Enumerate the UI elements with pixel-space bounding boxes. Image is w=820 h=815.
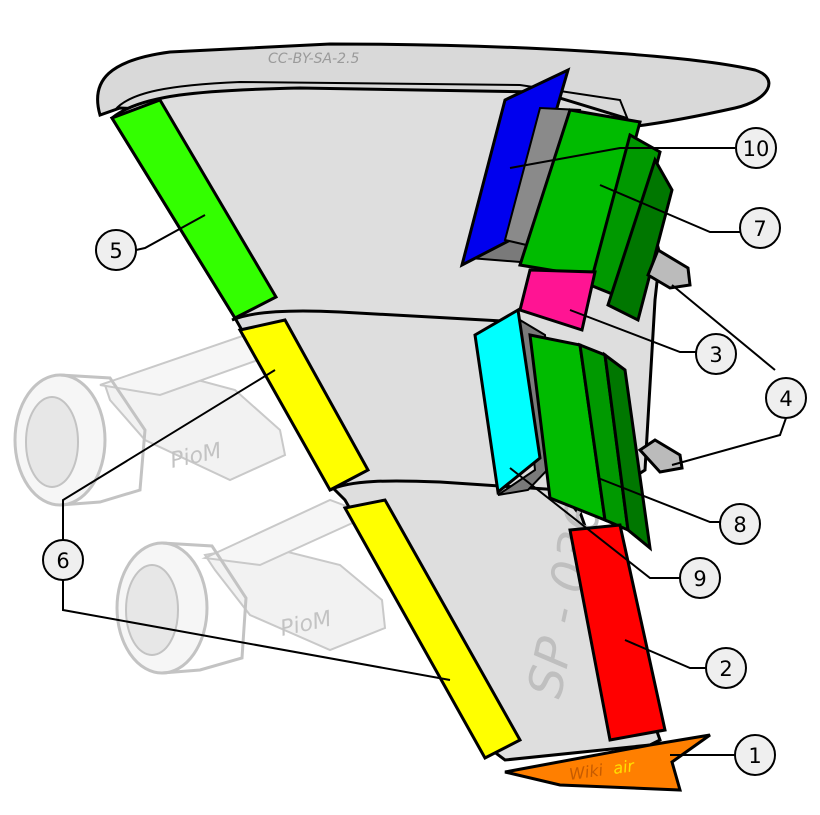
logo-wiki: Wiki xyxy=(568,760,605,784)
svg-text:3: 3 xyxy=(709,343,722,367)
callout-5: 5 xyxy=(95,229,137,271)
leader-4a xyxy=(671,284,776,371)
leader-10 xyxy=(509,147,735,169)
leader-3 xyxy=(569,309,696,353)
engine-lower: PioM xyxy=(115,498,387,675)
leader-9 xyxy=(509,467,680,579)
callout-3: 3 xyxy=(695,333,737,375)
leader-8 xyxy=(597,477,720,523)
engine-upper: PioM xyxy=(13,328,303,507)
license-watermark: CC-BY-SA-2.5 xyxy=(268,51,360,67)
svg-text:9: 9 xyxy=(693,567,706,591)
krueger-flap-outer xyxy=(342,498,523,760)
flap-outer-rear xyxy=(606,156,674,323)
leading-edge-slat xyxy=(109,98,279,320)
leader-6 xyxy=(62,369,276,540)
callout-9: 9 xyxy=(679,557,721,599)
svg-text:4: 4 xyxy=(779,387,792,411)
svg-text:2: 2 xyxy=(719,657,732,681)
svg-text:1: 1 xyxy=(748,744,761,768)
inboard-aileron xyxy=(518,268,597,332)
logo-air: air xyxy=(612,756,637,778)
leader-7 xyxy=(599,184,740,233)
callout-1: 1 xyxy=(734,734,776,776)
leader-5 xyxy=(135,214,206,251)
wingtip xyxy=(504,733,711,792)
leader-4b xyxy=(671,417,787,466)
svg-text:10: 10 xyxy=(743,137,770,161)
krueger-flap-inner xyxy=(237,318,371,493)
aileron xyxy=(568,523,667,742)
svg-text:5: 5 xyxy=(109,239,122,263)
leader-2 xyxy=(624,639,706,669)
leader-lines xyxy=(62,147,787,756)
leader-6b xyxy=(62,580,451,681)
svg-text:8: 8 xyxy=(733,513,746,537)
callout-7: 7 xyxy=(739,207,781,249)
svg-text:6: 6 xyxy=(56,549,69,573)
callout-6: 6 xyxy=(42,539,84,581)
svg-text:7: 7 xyxy=(753,217,766,241)
flap-track-fairing-upper xyxy=(646,247,692,290)
spoiler-low-speed xyxy=(473,307,542,495)
callout-4: 4 xyxy=(765,377,807,419)
callout-2: 2 xyxy=(705,647,747,689)
callout-8: 8 xyxy=(719,503,761,545)
flap-inner-rear xyxy=(603,351,653,552)
callout-10: 10 xyxy=(735,127,777,169)
